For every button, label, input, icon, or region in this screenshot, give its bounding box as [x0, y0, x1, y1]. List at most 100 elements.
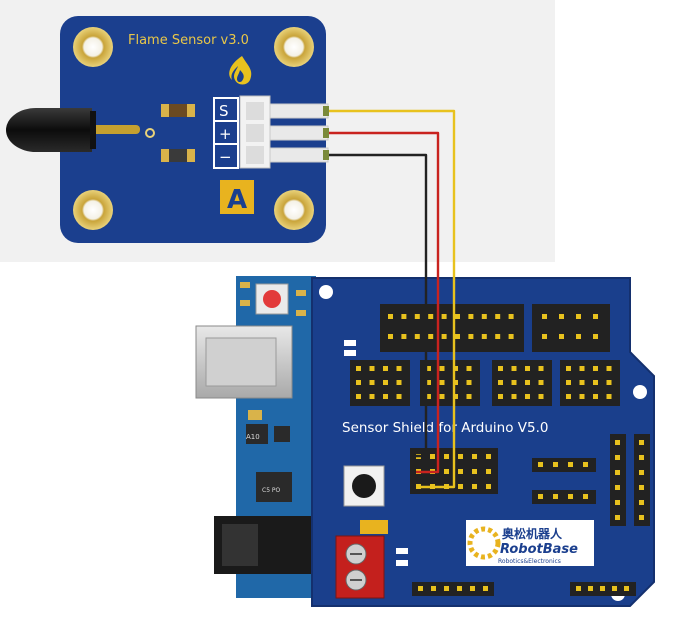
- header-pin: [486, 454, 491, 459]
- mounting-hole: [319, 285, 333, 299]
- header-pin: [498, 394, 503, 399]
- header-pin: [639, 455, 644, 460]
- chip-marking: A10: [246, 433, 260, 441]
- uart-header: [532, 458, 596, 504]
- header-pin: [606, 394, 612, 399]
- header-pin: [615, 455, 620, 460]
- header-pin: [396, 394, 402, 399]
- header-pin: [414, 334, 420, 339]
- brand-name: RobotBase: [500, 542, 578, 557]
- header-pin: [468, 334, 474, 339]
- header-pin: [606, 366, 612, 371]
- header-pin: [426, 380, 431, 385]
- header-pin: [538, 380, 544, 385]
- header-pin: [396, 380, 402, 385]
- wire-signal-yellow: [329, 109, 456, 489]
- header-pin: [559, 314, 564, 319]
- header-pin: [369, 394, 375, 399]
- vertical-header: [610, 434, 650, 526]
- header-pin: [455, 314, 460, 319]
- header-pin: [615, 500, 620, 505]
- sensor-title: Flame Sensor v3.0: [128, 33, 249, 48]
- header-pin: [441, 314, 447, 319]
- flame-logo-icon: [229, 56, 252, 85]
- header-pin: [486, 484, 491, 489]
- header-pin: [498, 366, 503, 371]
- header-pin: [439, 394, 445, 399]
- via-hole: [145, 128, 155, 138]
- smd-resistor: [161, 104, 195, 117]
- header-pin: [453, 394, 458, 399]
- header-pin: [508, 314, 514, 319]
- digital-io-headers: [350, 360, 620, 406]
- header-pin: [486, 469, 491, 474]
- header-pin: [538, 366, 544, 371]
- header-pin: [615, 440, 620, 445]
- header-pin: [606, 380, 612, 385]
- pin-label-plus: +: [219, 125, 232, 143]
- header-pin: [481, 334, 487, 339]
- header-pin: [470, 586, 475, 591]
- header-pin: [593, 380, 598, 385]
- header-pin: [538, 462, 543, 467]
- top-header-large: [380, 304, 524, 352]
- header-pin: [498, 380, 503, 385]
- header-pin: [538, 394, 544, 399]
- power-jumper: [360, 520, 388, 534]
- header-pin: [568, 462, 573, 467]
- wire-ground-black: [329, 153, 428, 458]
- header-pin: [396, 366, 402, 371]
- header-pin: [455, 334, 460, 339]
- header-pin: [383, 380, 388, 385]
- header-pin: [472, 469, 477, 474]
- header-pin: [418, 586, 423, 591]
- header-pin: [615, 515, 620, 520]
- header-pin: [511, 380, 517, 385]
- header-pin: [444, 469, 449, 474]
- header-pin: [583, 462, 588, 467]
- header-pin: [383, 366, 388, 371]
- header-pin: [566, 366, 571, 371]
- header-pin: [401, 314, 407, 319]
- header-pin: [481, 314, 487, 319]
- header-pin: [511, 394, 517, 399]
- header-pin: [576, 314, 581, 319]
- header-pin: [458, 469, 463, 474]
- header-pin: [639, 485, 644, 490]
- header-pin: [576, 586, 581, 591]
- header-pin: [612, 586, 617, 591]
- wire-power-red: [329, 131, 440, 474]
- header-pin: [593, 394, 598, 399]
- header-pin: [579, 380, 585, 385]
- brand-subtitle: Robotics&Electronics: [498, 558, 561, 565]
- header-pin: [593, 366, 598, 371]
- mounting-hole: [633, 385, 647, 399]
- header-pin: [453, 366, 458, 371]
- header-pin: [576, 334, 581, 339]
- header-pin: [639, 440, 644, 445]
- header-pin: [388, 314, 393, 319]
- pin-label-minus: −: [219, 148, 232, 166]
- header-pin: [579, 366, 585, 371]
- header-pin: [356, 366, 361, 371]
- header-pin: [615, 470, 620, 475]
- analog-badge: A: [220, 180, 254, 215]
- header-pin: [525, 366, 530, 371]
- svg-text:A: A: [227, 185, 247, 215]
- gear-icon: [467, 526, 501, 560]
- header-pin: [639, 500, 644, 505]
- robotbase-logo: 奥松机器人 RobotBase Robotics&Electronics: [466, 520, 594, 566]
- header-pin: [426, 394, 431, 399]
- header-pin: [356, 380, 361, 385]
- mounting-hole: [73, 190, 113, 230]
- header-pin: [553, 462, 558, 467]
- header-pin: [356, 394, 361, 399]
- header-pin: [466, 394, 472, 399]
- header-pin: [583, 494, 588, 499]
- chip: [246, 424, 268, 444]
- sensor-shield: Sensor Shield for Arduino V5.0: [311, 277, 655, 607]
- header-pin: [428, 314, 434, 319]
- header-pin: [369, 366, 375, 371]
- header-pin: [639, 470, 644, 475]
- header-pin: [495, 334, 501, 339]
